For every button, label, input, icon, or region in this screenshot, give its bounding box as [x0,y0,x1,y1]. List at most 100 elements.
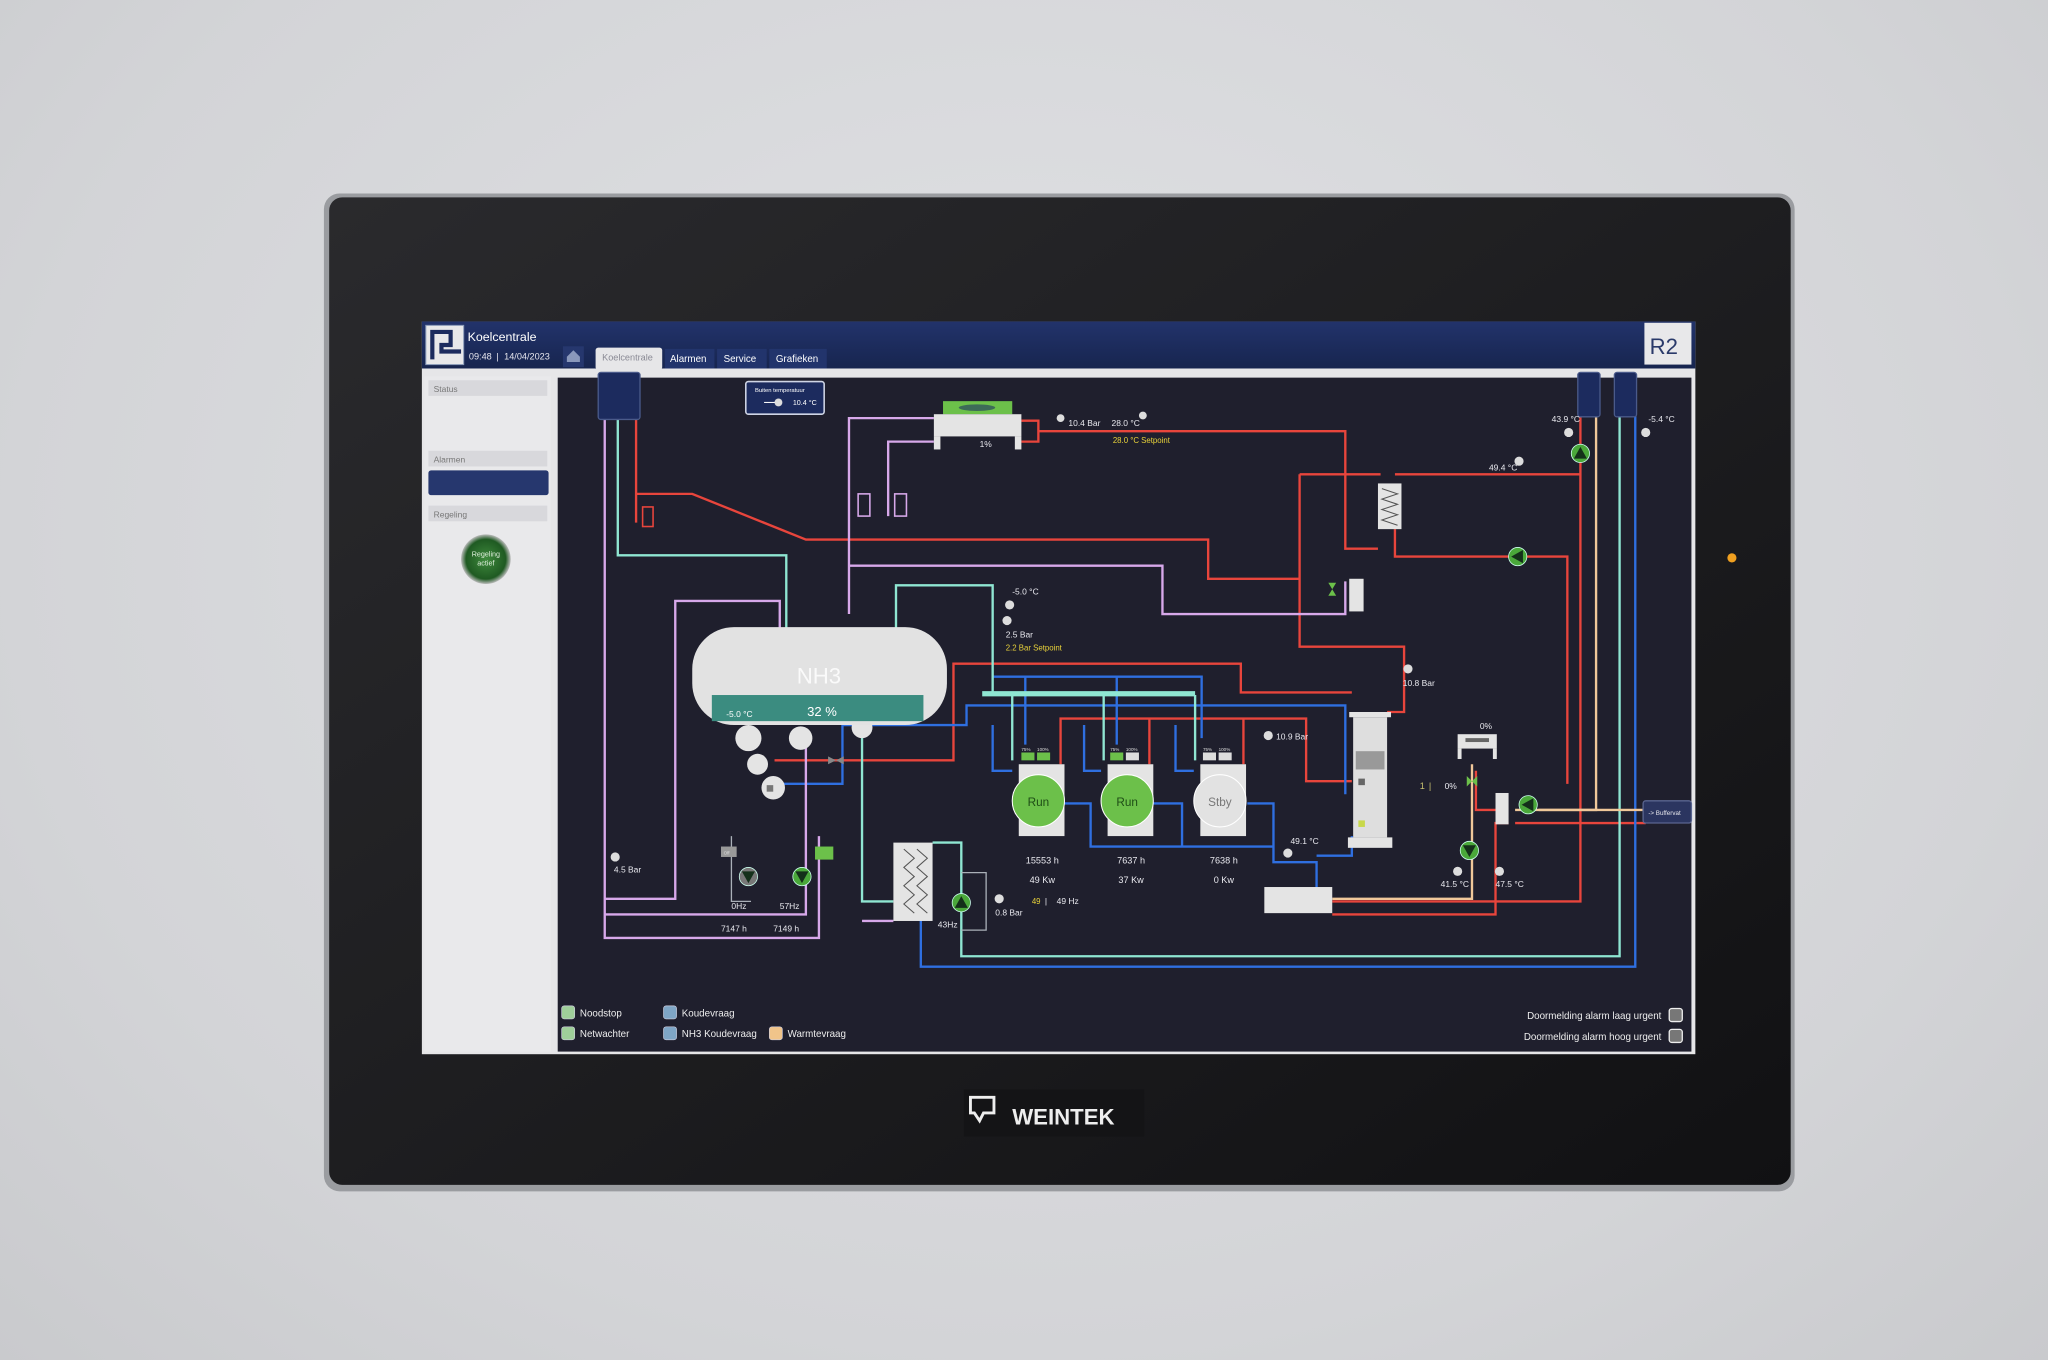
valve-c[interactable] [641,506,654,528]
suction-setpoint: 2.2 Bar Setpoint [1006,644,1063,653]
discharge-pressure: 10.9 Bar [1276,731,1308,741]
capacity-100-label: 100% [1037,747,1049,752]
thermometer-icon [774,398,783,407]
oil-cooler[interactable] [1349,578,1364,612]
pipes-warm-water [1332,415,1646,900]
tank-level: 32 % [807,704,837,719]
pump-icon[interactable] [1459,840,1479,860]
frequency-actual: 49 Hz [1057,896,1079,906]
pump2-hours: 7149 h [773,923,799,933]
legend-item: Netwachter [561,1026,630,1040]
tank-name: NH3 [797,663,841,688]
pipes-hot [634,415,1646,916]
compressor-power: 37 Kw [1118,875,1144,885]
weintek-logo: WEINTEK [963,1089,1145,1137]
valve-a[interactable] [857,493,871,517]
tank-level-bar [711,695,924,722]
manifold-warm[interactable] [1577,371,1601,418]
pump-icon[interactable] [1518,795,1538,815]
alarm-forward-high[interactable]: Doormelding alarm hoog urgent [1524,1028,1683,1044]
alarms-section-header [428,450,548,467]
capacity-100-label: 100% [1219,747,1231,752]
subcool-pressure: 0.8 Bar [995,908,1022,918]
bufferval-button[interactable]: -> Buffervat [1642,800,1693,824]
pump-off-indicator [720,846,737,857]
dry-cooler[interactable] [1457,734,1497,760]
tank-valve-icon[interactable] [828,756,844,765]
oil-receiver[interactable] [1264,887,1333,914]
pump-icon[interactable] [1570,443,1590,463]
svg-text:R2: R2 [1650,334,1678,359]
pump-icon[interactable] [951,893,971,913]
valve-separator: | [1429,781,1431,791]
pipes-gas [603,415,1347,940]
svg-text:Doormelding alarm hoog urgent: Doormelding alarm hoog urgent [1524,1032,1662,1043]
pump2-freq: 57Hz [780,901,800,911]
heat-exchanger-right[interactable] [1377,483,1402,530]
valve-b[interactable] [893,493,908,517]
home-button[interactable] [562,346,584,368]
condenser[interactable] [933,401,1022,450]
tab-koelcentrale[interactable]: Koelcentrale [595,347,663,370]
manifold-left[interactable] [597,371,641,421]
svg-text:Alarmen: Alarmen [670,354,706,365]
pump-icon[interactable] [792,867,812,887]
tab-grafieken[interactable]: Grafieken [769,348,827,369]
svg-text:Buiten temperatuur: Buiten temperatuur [755,388,805,394]
pressure-sensor-icon [1002,616,1012,626]
plate-heat-exchanger[interactable] [1495,792,1509,825]
subcooler-heat-exchanger[interactable] [893,842,933,921]
svg-text:Grafieken: Grafieken [776,354,818,365]
compressor-power: 0 Kw [1214,875,1235,885]
status-led [1727,553,1737,563]
suction-pressure: 2.5 Bar [1006,630,1033,640]
subcool-pump-freq: 43Hz [938,920,958,930]
legend-item: NH3 Koudevraag [663,1026,757,1040]
three-way-valve-icon[interactable] [1466,776,1478,787]
alarm-forward-low[interactable]: Doormelding alarm laag urgent [1527,1007,1683,1023]
control-active-button[interactable]: Regeling actief [461,534,511,584]
frequency-separator: | [1045,896,1047,906]
compressor-state-indicator [1193,774,1247,828]
legend-item: Warmtevraag [768,1026,846,1040]
alarms-indicator[interactable] [428,470,549,496]
compressor-state: Stby [1208,796,1232,809]
status-section-header [428,380,548,396]
condenser-temp: 28.0 °C [1112,418,1140,428]
compressor-power: 49 Kw [1030,875,1056,885]
legend-label: NH3 Koudevraag [682,1029,757,1040]
hx-out-temp: 49.4 °C [1489,462,1517,472]
legend-swatch [663,1005,677,1020]
legend-label: Netwachter [580,1029,630,1040]
temp-sensor-icon [1283,848,1293,858]
pressure-sensor-icon [1263,730,1273,741]
svg-text:Service: Service [724,354,757,365]
compressor-hours: 15553 h [1026,856,1059,866]
pump-icon[interactable] [1508,547,1528,567]
pump-icon[interactable] [738,867,758,887]
tab-alarmen[interactable]: Alarmen [664,348,715,369]
legend-item: Koudevraag [663,1005,735,1020]
control-section-header [428,505,548,522]
suction-temp: -5.0 °C [1012,586,1038,596]
return-temp: 41.5 °C [1441,879,1469,889]
svg-text:10.4 °C: 10.4 °C [793,399,817,407]
legend-label: Noodstop [580,1008,622,1019]
oil-separator[interactable] [1347,712,1393,848]
svg-text:Koelcentrale: Koelcentrale [602,353,653,363]
supply-temp: 47.5 °C [1496,879,1524,889]
nh3-receiver-tank[interactable]: NH3 -5.0 °C 32 % [692,627,947,800]
alarm-low-checkbox [1668,1007,1683,1023]
capacity-75-indicator [1202,752,1216,761]
pumps [738,443,1590,913]
legend-label: Warmtevraag [788,1029,846,1040]
r2-brand-logo: R2 [1644,322,1692,365]
hot-supply-temp: 43.9 °C [1552,414,1580,424]
tab-service[interactable]: Service [717,348,767,369]
manifold-cold[interactable] [1613,371,1638,418]
